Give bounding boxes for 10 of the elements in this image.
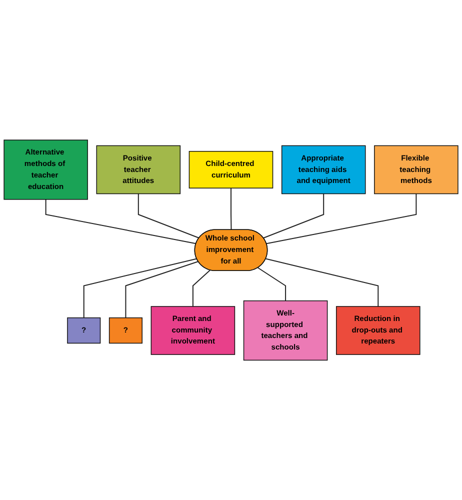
connector bbox=[230, 188, 232, 230]
connector bbox=[192, 270, 210, 306]
connector bbox=[266, 194, 417, 244]
connector bbox=[263, 194, 324, 238]
connector bbox=[266, 258, 379, 306]
connector bbox=[138, 194, 200, 238]
connector bbox=[83, 258, 197, 318]
connector bbox=[45, 199, 196, 244]
connector bbox=[125, 260, 198, 318]
connector bbox=[258, 267, 286, 301]
